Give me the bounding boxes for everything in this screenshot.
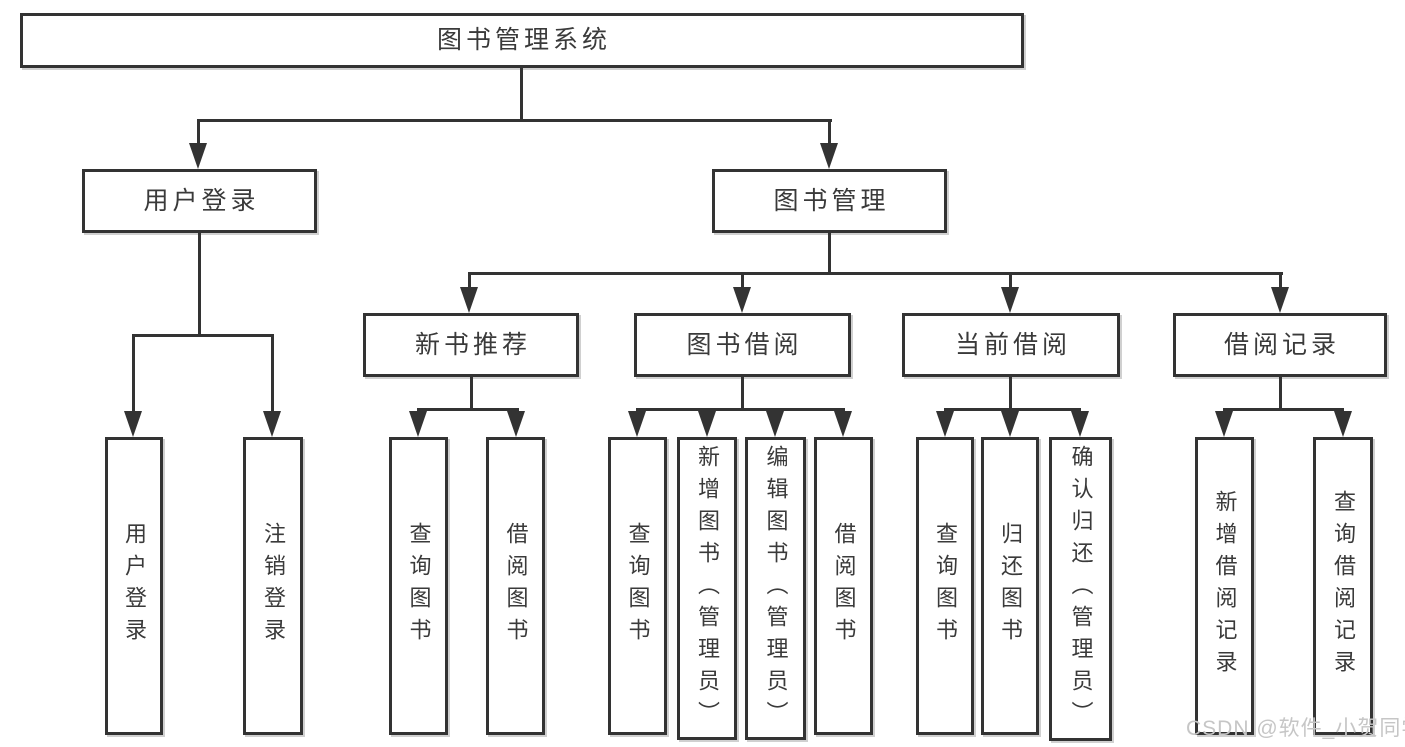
node-book-management: 图书管理	[712, 169, 947, 233]
connector-hline	[636, 408, 845, 411]
leaf-query-borrow-record-label: 查询借阅记录	[1331, 490, 1356, 682]
arrow-down-icon	[1215, 411, 1233, 437]
connector-vline	[132, 334, 135, 412]
connector-vline	[741, 272, 744, 288]
connector-vline	[468, 272, 471, 288]
leaf-query-books-recommend-label: 查询图书	[406, 522, 432, 650]
connector-vline	[1279, 377, 1282, 410]
arrow-down-icon	[936, 411, 954, 437]
leaf-query-books-borrowing: 查询图书	[608, 437, 667, 735]
arrow-down-icon	[820, 143, 838, 169]
connector-hline	[197, 119, 832, 122]
node-borrowing-records: 借阅记录	[1173, 313, 1387, 377]
connector-vline	[198, 233, 201, 337]
connector-vline	[828, 233, 831, 275]
arrow-down-icon	[1071, 411, 1089, 437]
leaf-logout-label: 注销登录	[261, 522, 286, 650]
connector-vline	[741, 377, 744, 410]
node-user-login-label: 用户登录	[143, 186, 260, 215]
arrow-down-icon	[189, 143, 207, 169]
leaf-return-books-label: 归还图书	[998, 522, 1023, 650]
leaf-borrow-books-recommend-label: 借阅图书	[503, 522, 529, 650]
node-new-book-recommend: 新书推荐	[363, 313, 579, 377]
leaf-user-login: 用户登录	[105, 437, 163, 735]
arrow-down-icon	[733, 287, 751, 313]
arrow-down-icon	[766, 411, 784, 437]
leaf-confirm-return-admin-label: 确认归还（管理员）	[1068, 445, 1094, 733]
node-user-login: 用户登录	[82, 169, 317, 233]
node-borrowing-records-label: 借阅记录	[1223, 330, 1340, 359]
connector-hline	[468, 272, 1283, 275]
leaf-return-books: 归还图书	[981, 437, 1039, 735]
connector-vline	[520, 66, 523, 120]
leaf-query-books-recommend: 查询图书	[389, 437, 448, 735]
node-library-system: 图书管理系统	[20, 13, 1024, 68]
arrow-down-icon	[834, 411, 852, 437]
arrow-down-icon	[698, 411, 716, 437]
leaf-borrow-books-recommend: 借阅图书	[486, 437, 545, 735]
arrow-down-icon	[1001, 411, 1019, 437]
node-current-borrowing: 当前借阅	[902, 313, 1120, 377]
connector-vline	[197, 119, 200, 145]
arrow-down-icon	[1334, 411, 1352, 437]
leaf-add-book-admin: 新增图书（管理员）	[677, 437, 737, 740]
connector-hline	[1223, 408, 1344, 411]
arrow-down-icon	[1271, 287, 1289, 313]
node-book-management-label: 图书管理	[773, 186, 890, 215]
arrow-down-icon	[628, 411, 646, 437]
connector-vline	[828, 119, 831, 145]
leaf-confirm-return-admin: 确认归还（管理员）	[1049, 437, 1112, 741]
connector-hline	[944, 408, 1081, 411]
leaf-logout: 注销登录	[243, 437, 303, 735]
node-library-system-label: 图书管理系统	[436, 26, 611, 54]
leaf-query-borrow-record: 查询借阅记录	[1313, 437, 1373, 735]
leaf-borrow-books-label: 借阅图书	[831, 522, 857, 650]
leaf-user-login-label: 用户登录	[122, 522, 147, 650]
leaf-edit-book-admin-label: 编辑图书（管理员）	[763, 444, 789, 733]
leaf-edit-book-admin: 编辑图书（管理员）	[745, 437, 806, 740]
node-current-borrowing-label: 当前借阅	[954, 330, 1071, 359]
connector-vline	[1009, 272, 1012, 288]
leaf-query-books-current: 查询图书	[916, 437, 974, 735]
node-book-borrowing: 图书借阅	[634, 313, 851, 377]
leaf-add-borrow-record-label: 新增借阅记录	[1212, 490, 1238, 682]
arrow-down-icon	[124, 411, 142, 437]
arrow-down-icon	[1001, 287, 1019, 313]
arrow-down-icon	[507, 411, 525, 437]
connector-hline	[132, 334, 274, 337]
connector-vline	[1009, 377, 1012, 410]
leaf-borrow-books: 借阅图书	[814, 437, 873, 735]
leaf-add-book-admin-label: 新增图书（管理员）	[695, 444, 720, 733]
connector-vline	[271, 334, 274, 412]
leaf-add-borrow-record: 新增借阅记录	[1195, 437, 1254, 735]
leaf-query-books-current-label: 查询图书	[933, 522, 958, 650]
leaf-query-books-borrowing-label: 查询图书	[625, 522, 651, 650]
arrow-down-icon	[263, 411, 281, 437]
connector-vline	[1279, 272, 1282, 288]
arrow-down-icon	[409, 411, 427, 437]
node-new-book-recommend-label: 新书推荐	[414, 330, 531, 359]
connector-vline	[470, 377, 473, 410]
connector-hline	[417, 408, 519, 411]
csdn-watermark: CSDN @软件_小贺同学	[1186, 717, 1405, 740]
arrow-down-icon	[460, 287, 478, 313]
node-book-borrowing-label: 图书借阅	[686, 330, 803, 359]
